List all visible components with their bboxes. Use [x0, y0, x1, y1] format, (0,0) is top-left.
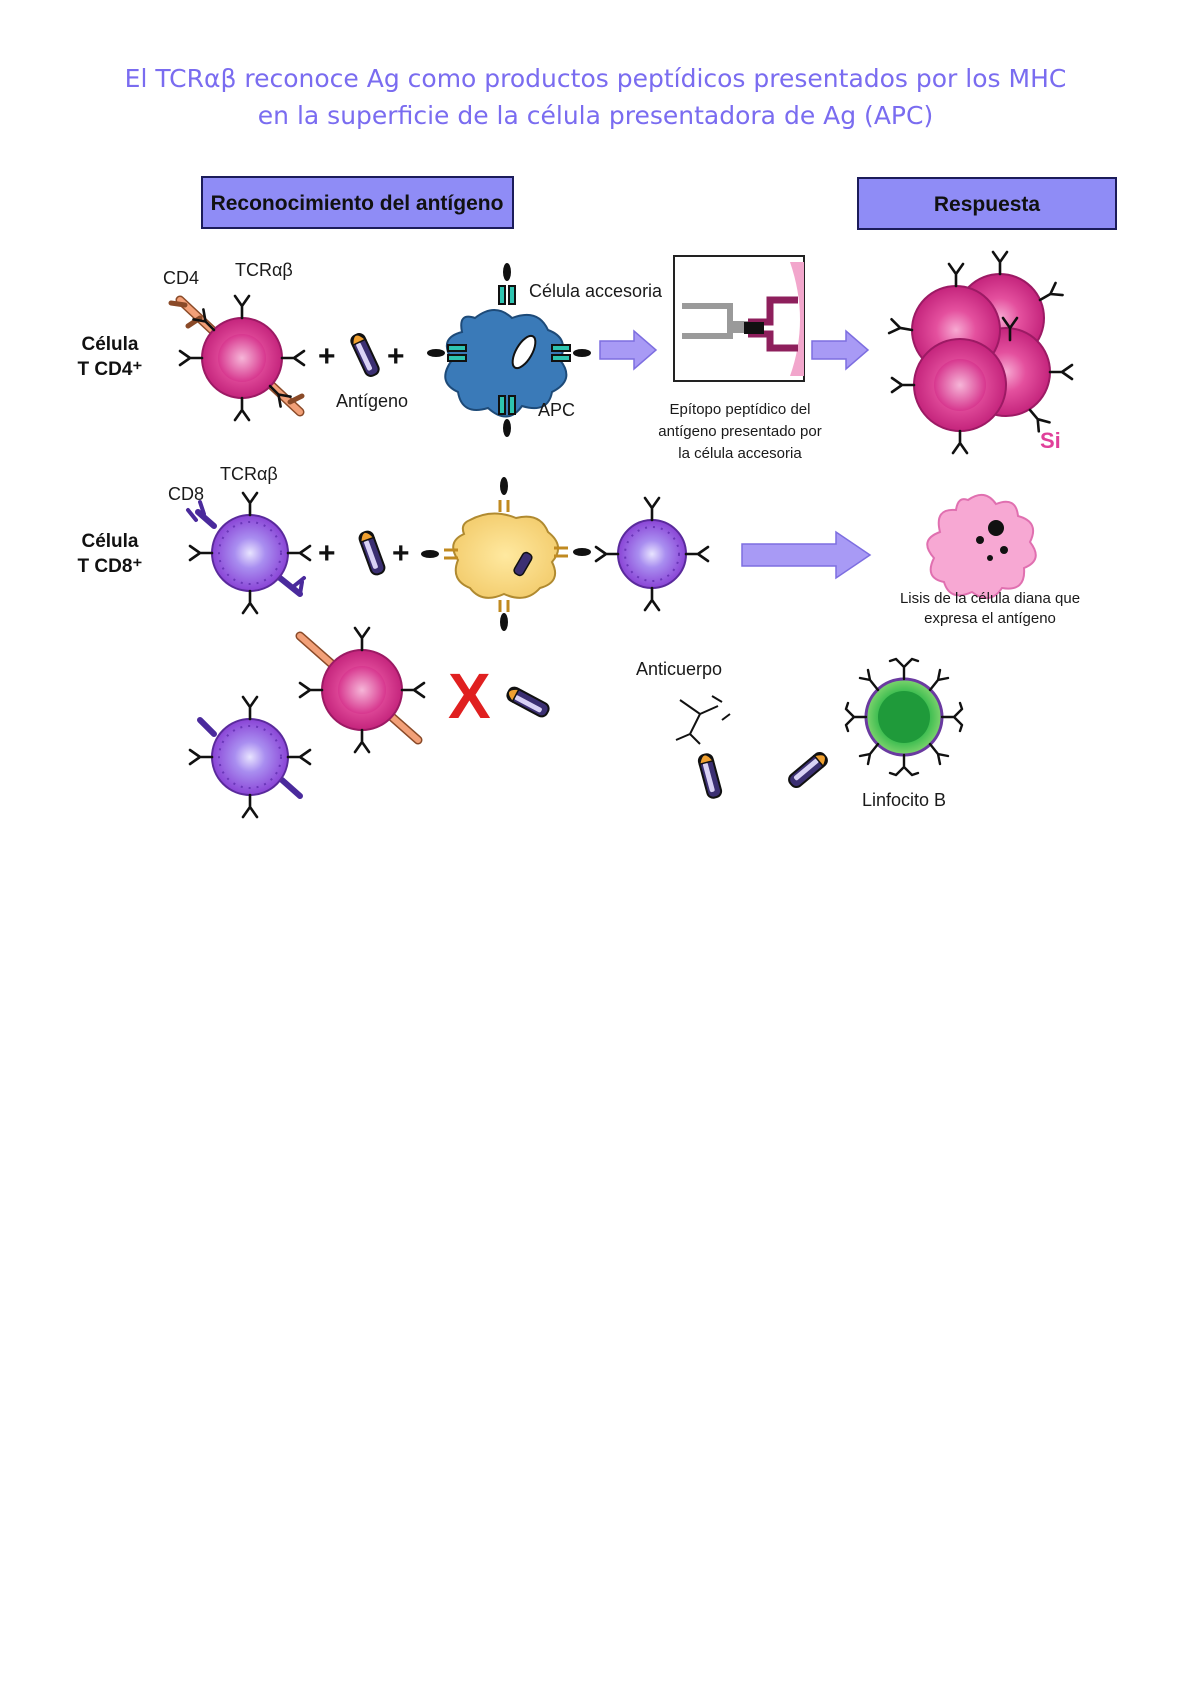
header-recognition-label: Reconocimiento del antígeno — [211, 192, 504, 215]
target-cell — [421, 477, 591, 631]
plus-sign-2: + — [387, 340, 405, 373]
header-response-label: Respuesta — [934, 193, 1041, 216]
arrow-to-lysis — [741, 530, 872, 580]
cd8-row-label-2: T CD8⁺ — [78, 556, 143, 577]
apc-label: APC — [538, 400, 575, 420]
tcr-label-cd4: TCRαβ — [235, 260, 293, 280]
b-cell — [844, 657, 964, 777]
cd4-label: CD4 — [163, 268, 199, 288]
antigen-bound-icon — [696, 751, 724, 801]
cd4-row-label-2: T CD4⁺ — [78, 359, 143, 380]
antibody-icon — [675, 695, 731, 745]
plus-sign-3: + — [318, 537, 336, 570]
proliferating-cd4-cells — [887, 250, 1074, 455]
title-line-1: El TCRαβ reconoce Ag como productos pept… — [124, 64, 1067, 93]
antigen-icon-2 — [356, 528, 388, 578]
cd8-label: CD8 — [168, 484, 204, 504]
plus-sign-1: + — [318, 340, 336, 373]
free-antigen-icon — [504, 684, 552, 720]
epitope-illustration — [673, 255, 805, 382]
header-recognition: Reconocimiento del antígeno — [201, 176, 514, 229]
lysis-caption-1: Lisis de la célula diana que — [900, 590, 1080, 607]
antigen-to-b-cell-icon — [785, 749, 831, 791]
cd8-t-cell-free — [188, 695, 312, 819]
title-line-2: en la superficie de la célula presentado… — [257, 101, 934, 130]
arrow-to-response — [811, 330, 869, 370]
antigen-icon — [348, 331, 382, 379]
cd4-t-cell — [168, 294, 306, 422]
tcr-label-cd8: TCRαβ — [220, 464, 278, 484]
arrow-to-epitope — [599, 330, 657, 370]
cd8-t-cell — [186, 491, 312, 615]
epitope-caption-2: antígeno presentado por — [658, 423, 821, 440]
epitope-caption-3: la célula accesoria — [678, 445, 802, 462]
accessory-cell-label: Célula accesoria — [529, 281, 663, 301]
b-cell-label: Linfocito B — [862, 790, 946, 810]
antibody-label: Anticuerpo — [636, 659, 722, 679]
cd8-t-cell-engaged — [594, 496, 710, 612]
apc-cell — [427, 263, 591, 437]
plus-sign-4: + — [392, 537, 410, 570]
epitope-caption-1: Epítopo peptídico del — [670, 401, 811, 418]
cd8-row-label-1: Célula — [81, 531, 138, 552]
response-yes-mark: Si — [1040, 428, 1061, 453]
antigen-label: Antígeno — [336, 391, 408, 411]
header-response: Respuesta — [857, 177, 1117, 230]
cd4-row-label-1: Célula — [81, 334, 138, 355]
cd4-t-cell-free — [295, 626, 426, 754]
lysed-target-cell — [926, 493, 1037, 599]
no-recognition-x: X — [448, 660, 491, 732]
lysis-caption-2: expresa el antígeno — [924, 610, 1056, 627]
page-title: El TCRαβ reconoce Ag como productos pept… — [0, 60, 1191, 134]
